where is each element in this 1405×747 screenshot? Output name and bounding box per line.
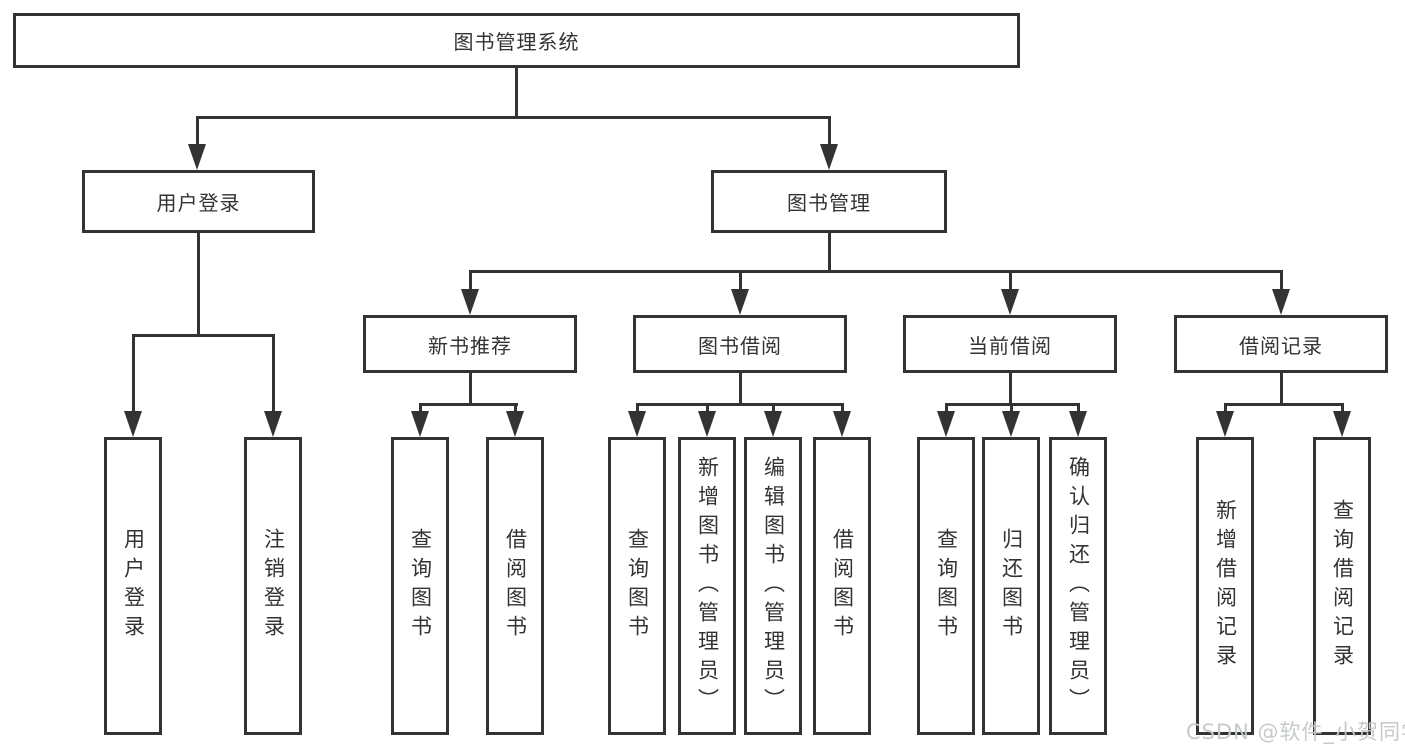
arrow-down-icon [764, 411, 782, 437]
arrow-down-icon [937, 411, 955, 437]
node-new-book-recommend: 新书推荐 [363, 315, 577, 373]
node-leaf-logout-login: 注销登录 [244, 437, 302, 735]
node-library-management-system: 图书管理系统 [13, 13, 1020, 68]
node-leaf-user-login: 用户登录 [104, 437, 162, 735]
connector-line [739, 270, 742, 292]
node-label: 注销登录 [261, 528, 286, 644]
node-label: 新增借阅记录 [1213, 499, 1238, 673]
connector-line [419, 403, 422, 417]
node-label: 编辑图书（管理员） [761, 455, 786, 717]
arrow-down-icon [1069, 411, 1087, 437]
node-current-borrow: 当前借阅 [903, 315, 1117, 373]
connector-line [828, 233, 831, 273]
connector-line [706, 403, 709, 417]
connector-line [772, 403, 775, 417]
connector-line [197, 233, 200, 336]
arrow-down-icon [820, 144, 838, 170]
node-label: 借阅图书 [830, 528, 855, 644]
node-leaf-bb-add-books: 新增图书（管理员） [678, 437, 736, 735]
node-leaf-bb-query-books: 查询图书 [608, 437, 666, 735]
arrow-down-icon [833, 411, 851, 437]
arrow-down-icon [461, 289, 479, 315]
connector-line [419, 403, 518, 406]
arrow-down-icon [264, 411, 282, 437]
connector-line [828, 116, 831, 146]
connector-line [469, 270, 472, 292]
arrow-down-icon [506, 411, 524, 437]
node-label: 当前借阅 [968, 333, 1052, 358]
connector-line [945, 403, 948, 417]
node-leaf-br-query-record: 查询借阅记录 [1313, 437, 1371, 735]
node-user-login: 用户登录 [82, 170, 315, 233]
connector-line [1009, 373, 1012, 405]
node-label: 查询图书 [408, 528, 433, 644]
node-label: 确认归还（管理员） [1066, 455, 1091, 717]
arrow-down-icon [698, 411, 716, 437]
arrow-down-icon [1272, 289, 1290, 315]
csdn-watermark: CSDN @软件_小贺同学 [1186, 720, 1405, 744]
node-borrow-records: 借阅记录 [1174, 315, 1388, 373]
node-label: 查询图书 [934, 528, 959, 644]
node-leaf-bb-edit-books: 编辑图书（管理员） [744, 437, 802, 735]
connector-line [841, 403, 844, 417]
arrow-down-icon [1002, 411, 1020, 437]
arrow-down-icon [124, 411, 142, 437]
node-label: 用户登录 [156, 191, 241, 215]
connector-line [514, 403, 517, 417]
node-leaf-bb-borrow-books: 借阅图书 [813, 437, 871, 735]
connector-line [470, 270, 1283, 273]
connector-line [1224, 403, 1344, 406]
arrow-down-icon [1001, 289, 1019, 315]
node-label: 图书借阅 [698, 333, 782, 358]
node-leaf-cb-query-books: 查询图书 [917, 437, 975, 735]
connector-line [515, 68, 518, 118]
connector-line [636, 403, 639, 417]
arrow-down-icon [188, 144, 206, 170]
connector-line [636, 403, 844, 406]
node-leaf-nb-borrow-books: 借阅图书 [486, 437, 544, 735]
node-book-management: 图书管理 [711, 170, 947, 233]
arrow-down-icon [1216, 411, 1234, 437]
connector-line [1009, 270, 1012, 292]
connector-line [197, 116, 831, 119]
connector-line [133, 334, 275, 337]
connector-line [469, 373, 472, 405]
node-label: 借阅记录 [1239, 333, 1323, 358]
connector-line [1077, 403, 1080, 417]
node-label: 新增图书（管理员） [695, 455, 720, 717]
connector-line [739, 373, 742, 405]
node-label: 图书管理 [787, 191, 871, 215]
connector-line [1224, 403, 1227, 417]
node-label: 图书管理系统 [453, 30, 580, 54]
node-leaf-cb-return-books: 归还图书 [982, 437, 1040, 735]
node-label: 新书推荐 [428, 333, 512, 358]
arrow-down-icon [1333, 411, 1351, 437]
connector-line [1280, 270, 1283, 292]
node-label: 查询借阅记录 [1330, 499, 1355, 673]
node-book-borrow: 图书借阅 [633, 315, 847, 373]
node-leaf-cb-confirm-return: 确认归还（管理员） [1049, 437, 1107, 735]
node-label: 用户登录 [121, 528, 146, 644]
node-leaf-br-add-record: 新增借阅记录 [1196, 437, 1254, 735]
connector-line [1010, 403, 1013, 417]
arrow-down-icon [411, 411, 429, 437]
node-label: 查询图书 [625, 528, 650, 644]
connector-line [132, 334, 135, 414]
connector-line [196, 116, 199, 146]
connector-line [1280, 373, 1283, 405]
arrow-down-icon [731, 289, 749, 315]
node-label: 归还图书 [999, 528, 1024, 644]
node-leaf-nb-query-books: 查询图书 [391, 437, 449, 735]
connector-line [272, 334, 275, 414]
node-label: 借阅图书 [503, 528, 528, 644]
arrow-down-icon [628, 411, 646, 437]
connector-line [1341, 403, 1344, 417]
